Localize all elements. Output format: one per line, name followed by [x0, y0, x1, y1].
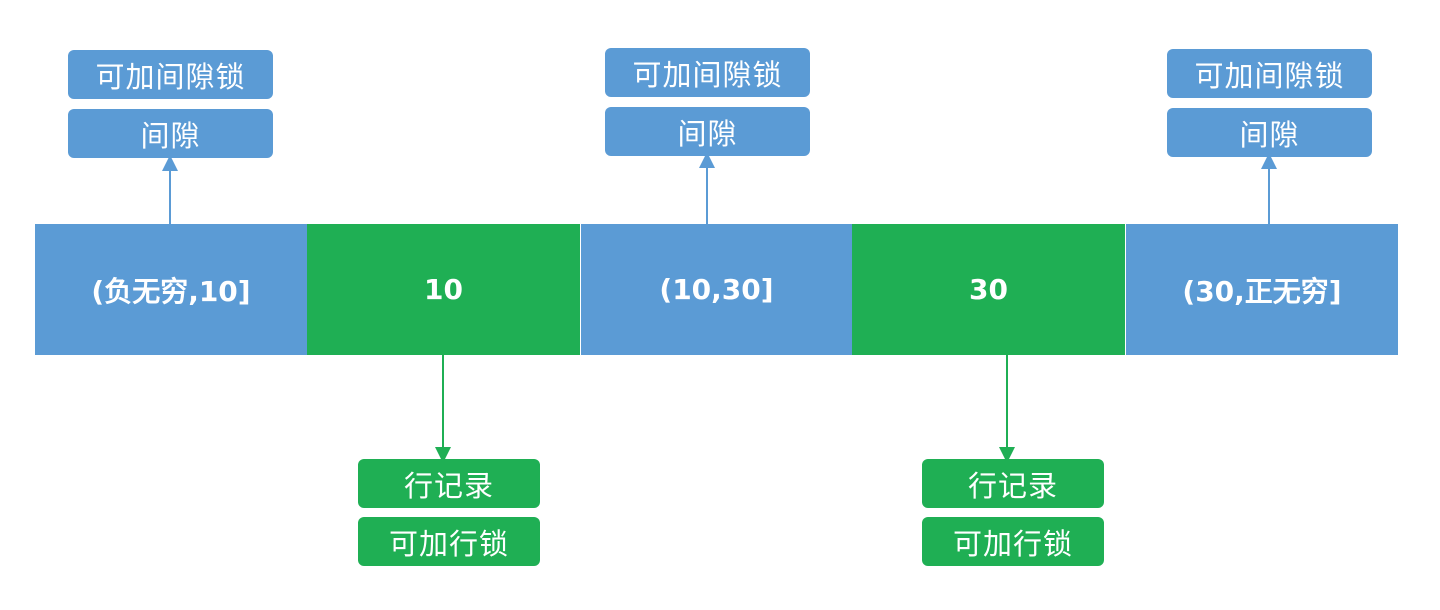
record-name-label: 行记录	[922, 459, 1104, 508]
segment-gap-30-pos-inf: (30,正无穷]	[1125, 224, 1398, 355]
segment-gap-neg-inf-10: (负无穷,10]	[35, 224, 307, 355]
gap-name-label: 间隙	[1167, 108, 1372, 157]
gap-lock-label: 可加间隙锁	[605, 48, 810, 97]
gap-name-label: 间隙	[68, 109, 273, 158]
record-lock-label: 可加行锁	[358, 517, 540, 566]
segment-record-10: 10	[307, 224, 580, 355]
record-name-label: 行记录	[358, 459, 540, 508]
segment-record-30: 30	[852, 224, 1125, 355]
gap-lock-label: 可加间隙锁	[1167, 49, 1372, 98]
gap-name-label: 间隙	[605, 107, 810, 156]
record-lock-label: 可加行锁	[922, 517, 1104, 566]
segment-gap-10-30: (10,30]	[580, 224, 852, 355]
gap-lock-label: 可加间隙锁	[68, 50, 273, 99]
